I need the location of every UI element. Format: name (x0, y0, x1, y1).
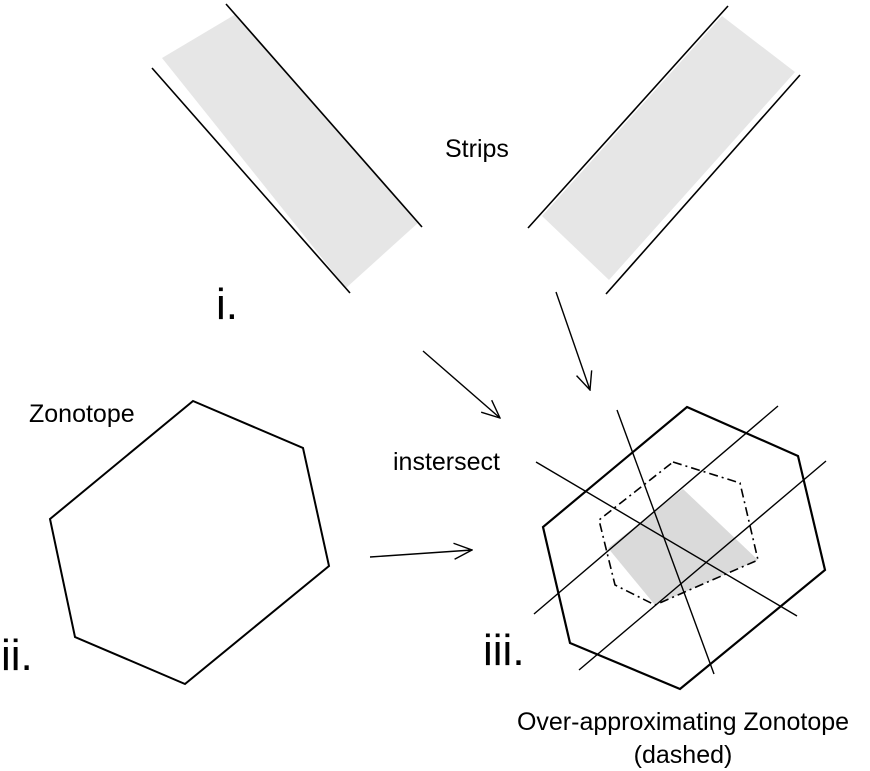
left-strip-fill (162, 14, 419, 288)
right-strip (527, 5, 801, 295)
zonotope-label: Zonotope (29, 400, 135, 428)
strip-line-4 (578, 460, 827, 671)
arrow-strips-to-intersect (422, 350, 500, 418)
intersect-label: instersect (393, 448, 500, 476)
right-strip-fill (542, 16, 795, 280)
result-caption-line2: (dashed) (634, 741, 733, 769)
left-strip-edge-inner (225, 3, 423, 228)
arrow-zonotope-to-result (369, 550, 472, 557)
result-diagram (533, 405, 827, 691)
step-ii-label: ii. (1, 631, 33, 680)
arrow-right-strip-down (555, 291, 590, 390)
result-caption-line1: Over-approximating Zonotope (517, 708, 849, 736)
strip-line-1 (535, 461, 798, 617)
right-strip-edge-outer (605, 74, 801, 295)
strip-line-2 (616, 409, 715, 675)
right-strip-edge-inner (527, 5, 729, 229)
strip-line-3 (533, 405, 779, 615)
strips-label: Strips (445, 135, 509, 163)
left-strip (151, 3, 423, 294)
outer-zonotope-hexagon (541, 405, 827, 691)
step-i-label: i. (216, 280, 238, 329)
step-iii-label: iii. (483, 626, 525, 675)
zonotope-hexagon (48, 399, 331, 686)
left-strip-edge-outer (151, 67, 351, 294)
